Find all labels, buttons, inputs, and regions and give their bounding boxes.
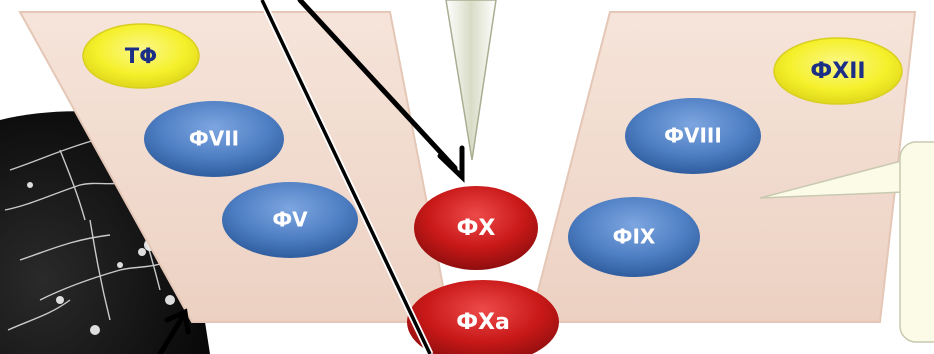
factor-vii-node: ФVII <box>144 101 284 177</box>
factor-xii-node: ФXII <box>773 37 903 105</box>
tissue-factor-label: TΦ <box>125 44 157 68</box>
factor-x-label: ФX <box>457 216 496 241</box>
factor-ix-node: ФIX <box>568 197 700 277</box>
crossing-line <box>258 0 434 354</box>
factor-x-node: ФX <box>414 186 538 270</box>
factor-vii-label: ФVII <box>189 127 239 151</box>
arrow-to-panel <box>157 315 185 354</box>
factor-xa-node: ФXa <box>407 280 559 354</box>
arrows <box>157 0 465 354</box>
factor-ix-label: ФIX <box>613 225 656 249</box>
factor-v-node: ФV <box>222 182 358 258</box>
factor-xa-label: ФXa <box>456 310 510 335</box>
callout-box <box>759 141 934 343</box>
needle-shape <box>445 0 497 161</box>
arrow-to-panel-head <box>164 308 191 335</box>
arrow-to-factor-x-head <box>437 145 465 183</box>
factor-viii-label: ФVIII <box>664 124 722 148</box>
factor-xii-label: ФXII <box>810 59 865 84</box>
factor-viii-node: ФVIII <box>625 98 761 174</box>
arrow-to-factor-x <box>297 0 458 171</box>
tissue-factor-node: TΦ <box>82 23 200 89</box>
factor-v-label: ФV <box>272 208 308 232</box>
